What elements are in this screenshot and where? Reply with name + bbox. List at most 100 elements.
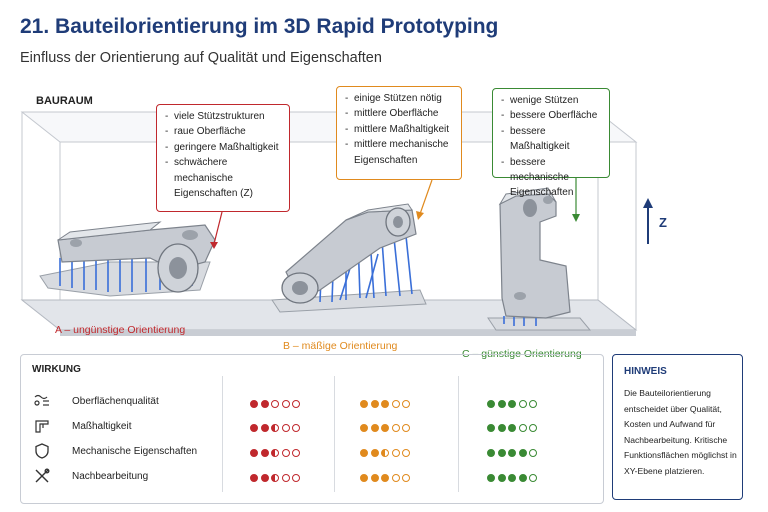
pointer-b <box>419 179 433 215</box>
tools-icon <box>35 468 50 483</box>
rating-dot <box>370 400 379 408</box>
rating-dot <box>497 449 506 457</box>
rating-surface-a <box>250 400 300 408</box>
z-axis-arrow <box>643 198 653 244</box>
callout-c-item: bessere mechanische Eigenschaften <box>501 155 601 201</box>
note-box <box>612 354 743 500</box>
rating-dot <box>402 400 410 408</box>
rating-postprocessing-c <box>487 474 537 482</box>
rating-dot <box>529 449 537 457</box>
row-label-mechanical: Mechanische Eigenschaften <box>72 446 198 457</box>
effect-panel <box>20 354 604 504</box>
rating-accuracy-b <box>360 424 410 432</box>
rating-dot <box>260 424 269 432</box>
rating-postprocessing-a <box>250 474 300 482</box>
rating-dot <box>360 400 368 408</box>
rating-dot <box>381 400 389 408</box>
column-divider <box>458 376 459 492</box>
shield-icon <box>35 443 49 459</box>
callout-a-item: schwächere mechanische Eigenschaften (Z) <box>165 155 281 201</box>
rating-dot <box>360 449 368 457</box>
rating-dot <box>292 449 300 457</box>
rating-dot <box>360 424 368 432</box>
rating-dot <box>281 449 290 457</box>
effect-panel-header: WIRKUNG <box>32 364 81 375</box>
rating-dot <box>271 424 279 432</box>
build-chamber-label: BAURAUM <box>36 95 93 107</box>
rating-dot <box>250 400 258 408</box>
callout-b-item: mittlere Maßhaltigkeit <box>345 122 453 138</box>
rating-dot <box>292 424 300 432</box>
note-title: HINWEIS <box>624 366 667 377</box>
callout-a-item: viele Stützstrukturen <box>165 109 281 125</box>
rating-dot <box>370 474 379 482</box>
part-b <box>271 203 427 313</box>
rating-dot <box>497 400 506 408</box>
rating-dot <box>508 474 516 482</box>
callout-c: wenige Stützen bessere Oberfläche besser… <box>492 88 610 198</box>
rating-dot <box>529 424 537 432</box>
surface-icon <box>34 394 49 406</box>
callout-b-item: mittlere Oberfläche <box>345 106 453 122</box>
rating-dot <box>391 424 400 432</box>
callout-a-item: geringere Maßhaltigkeit <box>165 140 281 156</box>
rating-dot <box>250 449 258 457</box>
rating-dot <box>508 449 516 457</box>
rating-dot <box>271 400 279 408</box>
rating-dot <box>402 474 410 482</box>
column-divider <box>222 376 223 492</box>
rating-dot <box>292 474 300 482</box>
rating-dot <box>518 400 527 408</box>
caliper-icon <box>35 420 49 433</box>
rating-dot <box>487 400 495 408</box>
rating-dot <box>518 449 527 457</box>
rating-dot <box>391 474 400 482</box>
rating-dot <box>250 424 258 432</box>
callout-c-item: bessere Oberfläche <box>501 108 601 124</box>
callout-b: einige Stützen nötig mittlere Oberfläche… <box>336 86 462 180</box>
rating-dot <box>260 474 269 482</box>
rating-dot <box>508 400 516 408</box>
column-divider <box>334 376 335 492</box>
orientation-label-b: B – mäßige Orientierung <box>283 340 398 352</box>
rating-accuracy-c <box>487 424 537 432</box>
pointer-a <box>213 211 223 245</box>
page-subtitle: Einfluss der Orientierung auf Qualität u… <box>20 50 382 66</box>
rating-dot <box>370 449 379 457</box>
rating-dot <box>487 449 495 457</box>
rating-dot <box>271 474 279 482</box>
rating-dot <box>402 449 410 457</box>
part-a <box>39 221 216 297</box>
rating-dot <box>281 400 290 408</box>
callout-c-item: bessere Maßhaltigkeit <box>501 124 601 155</box>
rating-dot <box>497 474 506 482</box>
rating-dot <box>518 424 527 432</box>
z-axis-label: Z <box>659 215 667 230</box>
callout-b-item: mittlere mechanische Eigenschaften <box>345 137 453 168</box>
rating-dot <box>281 474 290 482</box>
rating-dot <box>281 424 290 432</box>
page-title: 21. Bauteilorientierung im 3D Rapid Prot… <box>20 15 499 38</box>
rating-dot <box>402 424 410 432</box>
orientation-label-a: A – ungünstige Orientierung <box>55 324 186 336</box>
callout-c-item: wenige Stützen <box>501 93 601 109</box>
rating-dot <box>360 474 368 482</box>
rating-mechanical-c <box>487 449 537 457</box>
rating-dot <box>497 424 506 432</box>
rating-dot <box>518 474 527 482</box>
note-text: Die Bauteilorientierung entscheidet über… <box>624 388 737 476</box>
rating-dot <box>370 424 379 432</box>
row-label-accuracy: Maßhaltigkeit <box>72 421 132 432</box>
rating-dot <box>271 449 279 457</box>
row-label-postprocessing: Nachbearbeitung <box>72 471 149 482</box>
rating-dot <box>250 474 258 482</box>
rating-dot <box>381 474 389 482</box>
rating-dot <box>381 449 389 457</box>
rating-dot <box>508 424 516 432</box>
callout-a: viele Stützstrukturen raue Oberfläche ge… <box>156 104 290 212</box>
rating-mechanical-b <box>360 449 410 457</box>
rating-dot <box>292 400 300 408</box>
rating-mechanical-a <box>250 449 300 457</box>
rating-dot <box>487 424 495 432</box>
rating-dot <box>487 474 495 482</box>
